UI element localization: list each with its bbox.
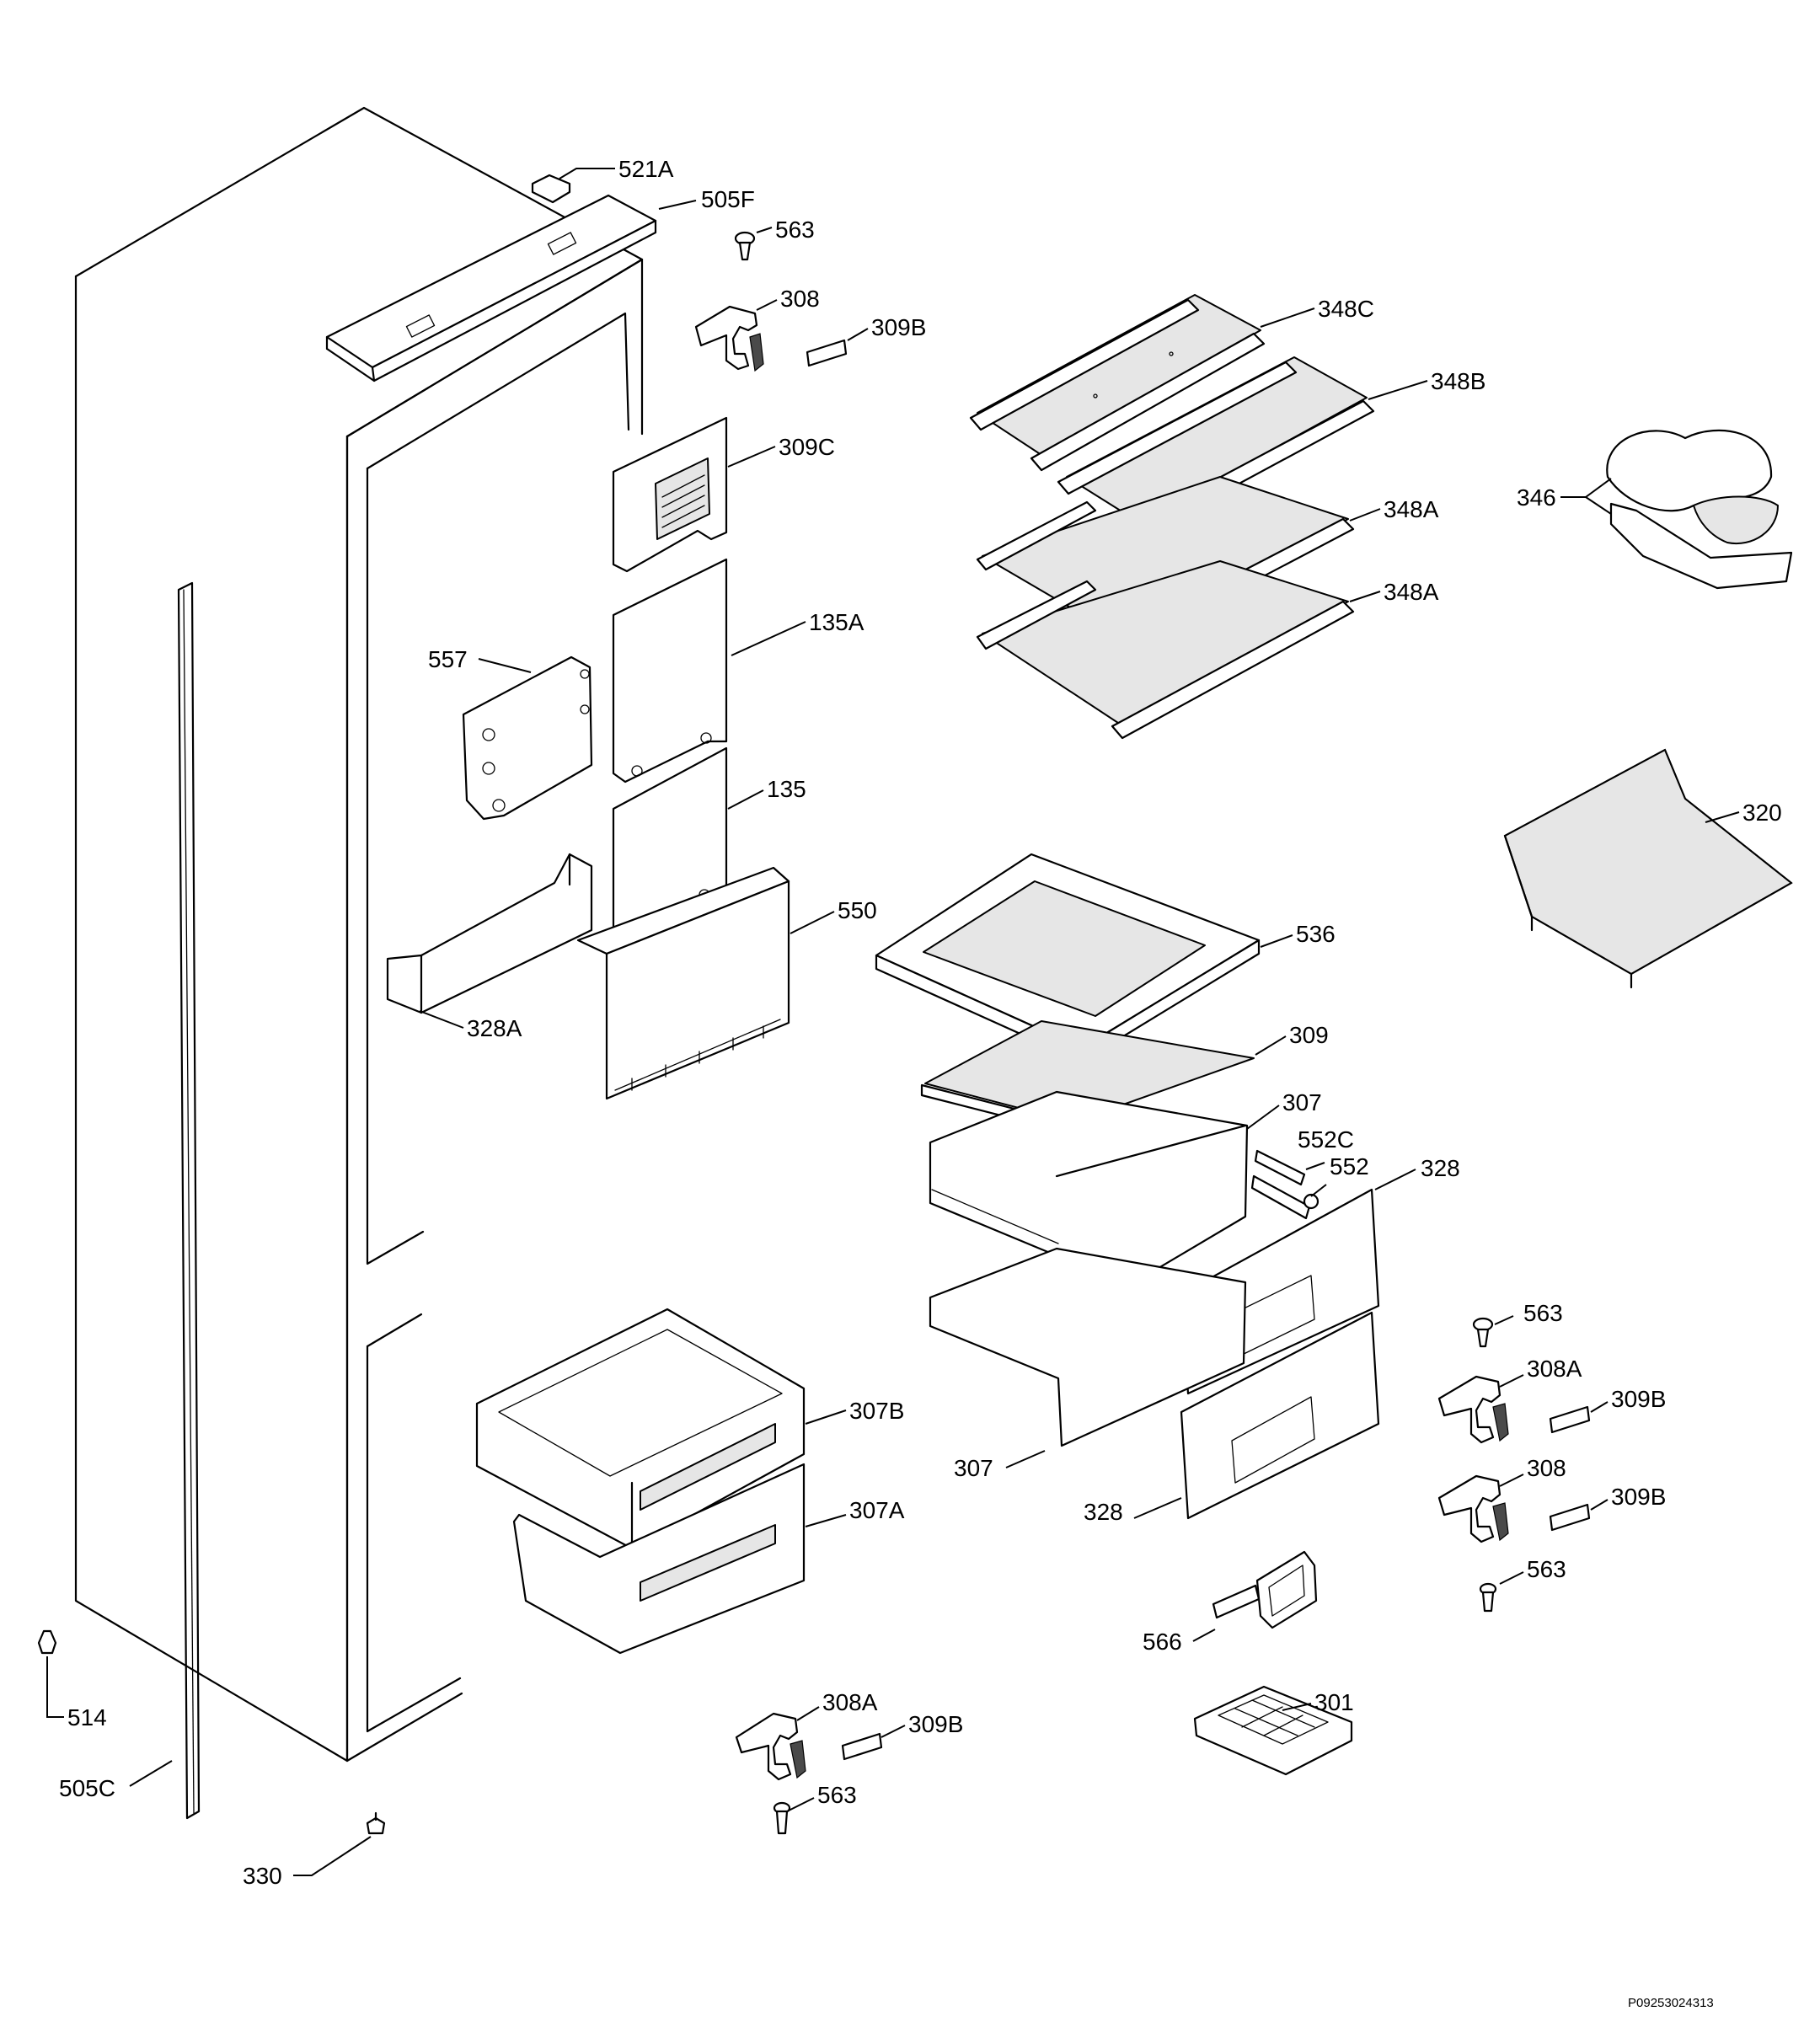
screw-563-top <box>734 231 756 261</box>
label-135: 135 <box>767 776 806 802</box>
bin-328a <box>386 853 593 1014</box>
foot-514 <box>37 1629 57 1655</box>
label-328-upper: 328 <box>1421 1155 1460 1181</box>
egg-holder-346 <box>1606 429 1793 590</box>
label-301: 301 <box>1314 1689 1354 1715</box>
rail-552c <box>1254 1149 1306 1186</box>
fridge-cabinet <box>74 106 644 1820</box>
screw-563-right-lower <box>1479 1582 1497 1613</box>
hinge-308a-right <box>1437 1375 1509 1444</box>
label-308-right: 308 <box>1527 1455 1566 1481</box>
label-552c: 552C <box>1298 1126 1354 1153</box>
ice-tray-301 <box>1193 1685 1353 1776</box>
label-309: 309 <box>1289 1022 1329 1048</box>
label-348c: 348C <box>1318 296 1374 322</box>
label-505c: 505C <box>59 1775 115 1801</box>
foot-330 <box>366 1811 386 1835</box>
hinge-308a-bottom <box>735 1712 806 1781</box>
shelf-348c <box>969 294 1266 472</box>
label-563-bottom: 563 <box>817 1782 857 1808</box>
top-trim-505f <box>325 194 657 382</box>
label-348a-lower: 348A <box>1384 579 1439 605</box>
hinge-308-right <box>1437 1474 1509 1543</box>
rail-552 <box>1250 1174 1320 1220</box>
label-135a: 135A <box>809 609 864 635</box>
label-563-right-lower: 563 <box>1527 1556 1566 1582</box>
label-308a-right: 308A <box>1527 1356 1582 1382</box>
plate-309b-bottom <box>841 1732 883 1761</box>
leader-lines <box>46 168 1740 1876</box>
plate-309b-top <box>806 339 848 367</box>
label-309b-right1: 309B <box>1611 1386 1666 1412</box>
shelf-348a-lower <box>976 560 1355 740</box>
bin-309c <box>612 416 728 573</box>
plate-309b-right2 <box>1549 1503 1591 1532</box>
scraper-566 <box>1212 1550 1318 1629</box>
front-328-lower <box>1180 1311 1380 1520</box>
label-536: 536 <box>1296 921 1336 947</box>
cap-521a <box>531 174 571 204</box>
cover-557 <box>462 655 593 821</box>
label-346: 346 <box>1517 484 1556 511</box>
screw-563-right <box>1472 1317 1494 1348</box>
label-307a: 307A <box>849 1497 905 1523</box>
label-563-top: 563 <box>775 217 815 243</box>
label-514: 514 <box>67 1704 107 1730</box>
label-307-lower: 307 <box>954 1455 993 1481</box>
part-labels: 521A 505F 563 308 309B 348C 348B 348A 34… <box>59 156 1782 2010</box>
hinge-308-top <box>694 305 764 372</box>
plate-309b-right1 <box>1549 1405 1591 1434</box>
wire-rack-320 <box>1503 748 1793 989</box>
label-320: 320 <box>1742 800 1782 826</box>
label-328a: 328A <box>467 1015 522 1041</box>
label-557: 557 <box>428 646 468 672</box>
drawing-reference: P09253024313 <box>1628 1996 1714 2010</box>
bin-550 <box>576 866 790 1100</box>
crisper-307a <box>512 1463 806 1655</box>
label-563-right: 563 <box>1523 1300 1563 1326</box>
label-307b: 307B <box>849 1398 904 1424</box>
bin-135a <box>612 558 728 784</box>
lid-536 <box>875 853 1261 1063</box>
label-309c: 309C <box>779 434 835 460</box>
label-505f: 505F <box>701 186 755 212</box>
label-552: 552 <box>1330 1153 1369 1180</box>
label-309b-top: 309B <box>871 314 926 340</box>
label-566: 566 <box>1143 1629 1182 1655</box>
label-309b-bottom: 309B <box>908 1711 963 1737</box>
label-330: 330 <box>243 1863 282 1889</box>
label-308a-bottom: 308A <box>822 1689 878 1715</box>
label-309b-right2: 309B <box>1611 1484 1666 1510</box>
crisper-307b <box>475 1308 806 1550</box>
label-348b: 348B <box>1431 368 1485 394</box>
label-348a-upper: 348A <box>1384 496 1439 522</box>
label-550: 550 <box>838 897 877 923</box>
label-307-upper: 307 <box>1282 1089 1322 1115</box>
drawer-307-lower <box>929 1247 1247 1447</box>
label-521a: 521A <box>618 156 674 182</box>
screw-563-bottom <box>773 1801 791 1835</box>
label-308-top: 308 <box>780 286 820 312</box>
label-328-lower: 328 <box>1084 1499 1123 1525</box>
